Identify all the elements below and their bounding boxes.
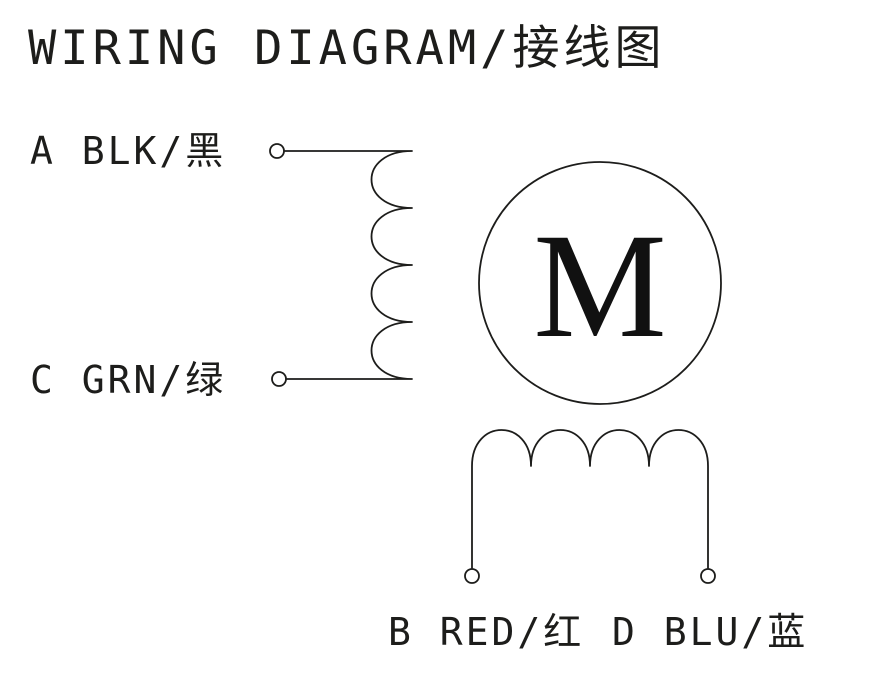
terminal-a-label: A BLK/黑 bbox=[30, 129, 226, 173]
wire-b-to-d bbox=[471, 429, 709, 569]
terminal-b-dot bbox=[464, 568, 480, 584]
wire-a-to-coil bbox=[283, 150, 413, 380]
winding-b-d bbox=[464, 429, 716, 584]
terminal-a-dot bbox=[269, 143, 285, 159]
terminal-d-dot bbox=[700, 568, 716, 584]
winding-a-c bbox=[269, 143, 413, 387]
diagram-title: WIRING DIAGRAM/接线图 bbox=[28, 21, 665, 76]
motor-circle bbox=[478, 161, 722, 405]
terminal-b-label: B RED/红 bbox=[388, 610, 584, 654]
terminal-c-label: C GRN/绿 bbox=[30, 358, 226, 402]
motor-symbol: M bbox=[478, 161, 722, 405]
motor-letter: M bbox=[533, 203, 666, 369]
terminal-d-label: D BLU/蓝 bbox=[612, 610, 808, 654]
terminal-c-dot bbox=[271, 371, 287, 387]
